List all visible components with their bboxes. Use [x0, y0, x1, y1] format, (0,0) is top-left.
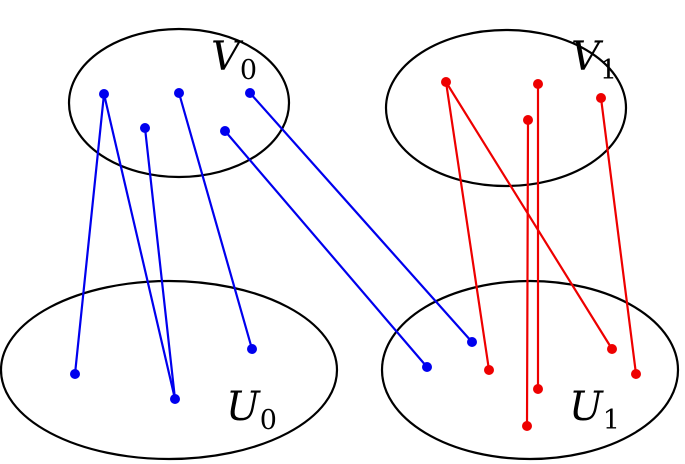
- set-v1-label: V1: [571, 34, 617, 86]
- set-u0-label: U0: [226, 384, 277, 436]
- set-u0-label-sub: 0: [260, 405, 277, 436]
- set-v0-label: V0: [211, 34, 257, 86]
- red-edge-v1a-u1f: [444, 80, 614, 351]
- set-v1-label-sub: 1: [600, 55, 617, 86]
- set-u0-ellipse: [0, 279, 339, 461]
- node-v0b: [140, 123, 150, 133]
- node-v1a: [441, 77, 451, 87]
- node-u0a: [70, 369, 80, 379]
- blue-edge-v0e-u1b: [248, 91, 474, 344]
- node-u1g: [631, 369, 641, 379]
- edges-layer: [73, 80, 638, 428]
- node-v1b: [523, 115, 533, 125]
- node-u1f: [607, 344, 617, 354]
- blue-edge-v0a-u0a: [73, 92, 106, 376]
- set-v0-label-main: V: [211, 34, 244, 80]
- set-u1-label-sub: 1: [603, 405, 620, 436]
- node-u1c: [484, 365, 494, 375]
- set-u0-label-main: U: [226, 384, 261, 430]
- set-u1-label: U1: [569, 384, 620, 436]
- set-v1-label-main: V: [571, 34, 604, 80]
- blue-edge-v0c-u0c: [177, 91, 254, 351]
- node-v1d: [596, 93, 606, 103]
- set-u1-ellipse: [380, 279, 680, 461]
- red-edge-v1a-u1c: [444, 80, 491, 372]
- node-v0d: [220, 126, 230, 136]
- set-v1-ellipse: [384, 28, 628, 188]
- red-edge-v1d-u1g: [599, 96, 638, 376]
- node-u1d: [533, 384, 543, 394]
- node-v0e: [245, 88, 255, 98]
- blue-edge-v0a-u0b: [102, 92, 177, 401]
- node-v0a: [99, 89, 109, 99]
- set-v0-ellipse: [67, 27, 291, 179]
- node-v1c: [533, 79, 543, 89]
- node-u0b: [170, 394, 180, 404]
- set-v0-label-sub: 0: [240, 55, 257, 86]
- blue-edge-v0b-u0b: [143, 126, 177, 401]
- set-u1-label-main: U: [569, 384, 604, 430]
- node-u1e: [522, 421, 532, 431]
- red-edge-v1b-u1e: [525, 118, 530, 428]
- nodes-layer: [70, 77, 641, 431]
- node-v0c: [174, 88, 184, 98]
- blue-edge-v0d-u1a: [223, 129, 429, 369]
- node-u0c: [247, 344, 257, 354]
- node-u1b: [467, 337, 477, 347]
- node-u1a: [422, 362, 432, 372]
